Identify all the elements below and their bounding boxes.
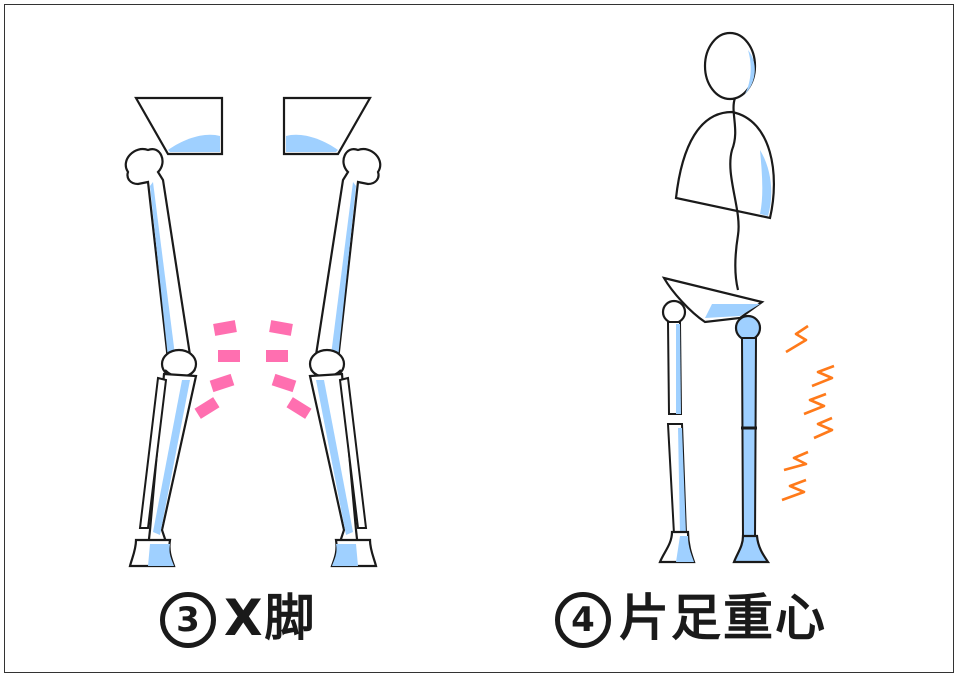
skull <box>703 31 757 101</box>
ribcage <box>674 110 776 220</box>
caption-title: 片足重心 <box>619 589 827 647</box>
panel-number-badge: 3 <box>160 592 216 648</box>
spine <box>729 97 740 291</box>
caption-title: X脚 <box>224 589 317 647</box>
right-leg-bone <box>282 96 382 568</box>
left-knee-joint <box>661 299 687 325</box>
pain-zigzag-marks <box>781 324 835 502</box>
left-leg-bone <box>124 96 224 568</box>
one-leg-skeleton <box>658 31 776 564</box>
knee-strain-marks <box>194 320 312 419</box>
panel-number-badge: 4 <box>555 592 611 648</box>
right-knee-joint <box>734 314 762 342</box>
x-leg-skeleton <box>124 96 382 568</box>
right-foot <box>732 534 771 564</box>
